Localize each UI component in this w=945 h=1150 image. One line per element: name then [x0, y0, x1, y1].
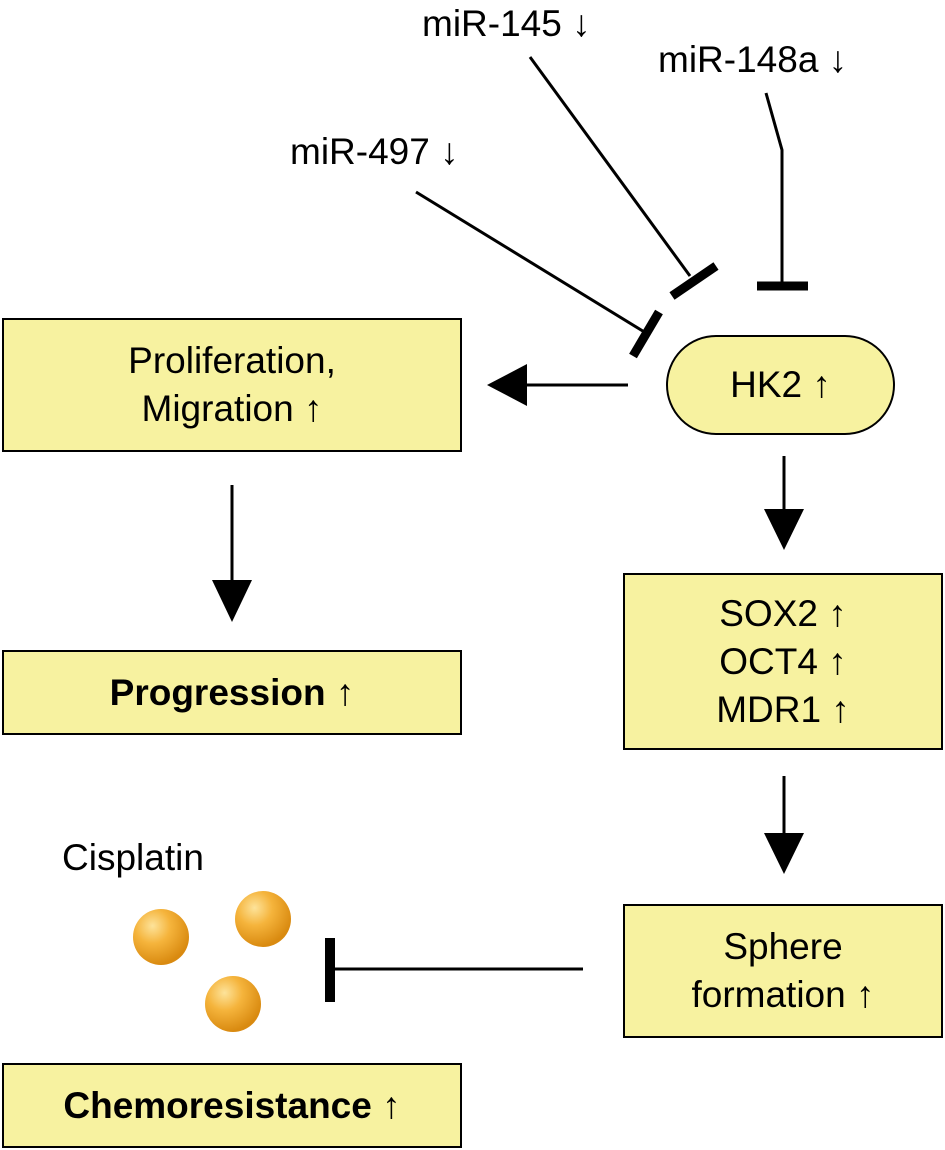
- sox2-to-sphere-arrowhead: [764, 833, 804, 874]
- mir145-label: miR-145 ↓: [422, 3, 591, 44]
- hk2-label: HK2 ↑: [730, 364, 831, 405]
- chemoresistance-label: Chemoresistance ↑: [63, 1084, 401, 1126]
- formation-label: formation ↑: [691, 974, 875, 1015]
- mir497-inhibition-bar: [629, 309, 663, 359]
- cisplatin-label: Cisplatin: [62, 837, 204, 878]
- cisplatin-sphere: [205, 976, 261, 1032]
- sphere-label: Sphere: [723, 926, 843, 967]
- hk2-to-proliferation-arrowhead: [487, 364, 527, 406]
- oct4-label: OCT4 ↑: [719, 640, 847, 682]
- cisplatin-sphere: [235, 891, 291, 947]
- hk2-node: HK2 ↑: [666, 335, 895, 435]
- stemness-markers-box: SOX2 ↑ OCT4 ↑ MDR1 ↑: [623, 573, 943, 750]
- mir497-inhibition-line: [415, 190, 647, 335]
- mir145-inhibition-line: [528, 56, 692, 277]
- mdr1-label: MDR1 ↑: [716, 688, 850, 730]
- progression-label: Progression ↑: [109, 671, 355, 713]
- proliferation-to-progression-arrowhead: [212, 580, 252, 622]
- proliferation-label: Proliferation,: [128, 340, 336, 381]
- mir148a-inhibition-line: [764, 92, 784, 284]
- cisplatin-sphere: [133, 909, 189, 965]
- proliferation-migration-box: Proliferation, Migration ↑: [2, 318, 462, 452]
- sox2-label: SOX2 ↑: [719, 592, 847, 634]
- hk2-to-sox2-arrowhead: [764, 509, 804, 550]
- progression-box: Progression ↑: [2, 650, 462, 735]
- sphere-formation-box: Sphere formation ↑: [623, 904, 943, 1038]
- mir497-label: miR-497 ↓: [290, 131, 459, 172]
- chemoresistance-box: Chemoresistance ↑: [2, 1063, 462, 1148]
- mir148a-label: miR-148a ↓: [658, 39, 848, 80]
- mir145-inhibition-bar: [669, 262, 719, 300]
- migration-label: Migration ↑: [141, 388, 323, 429]
